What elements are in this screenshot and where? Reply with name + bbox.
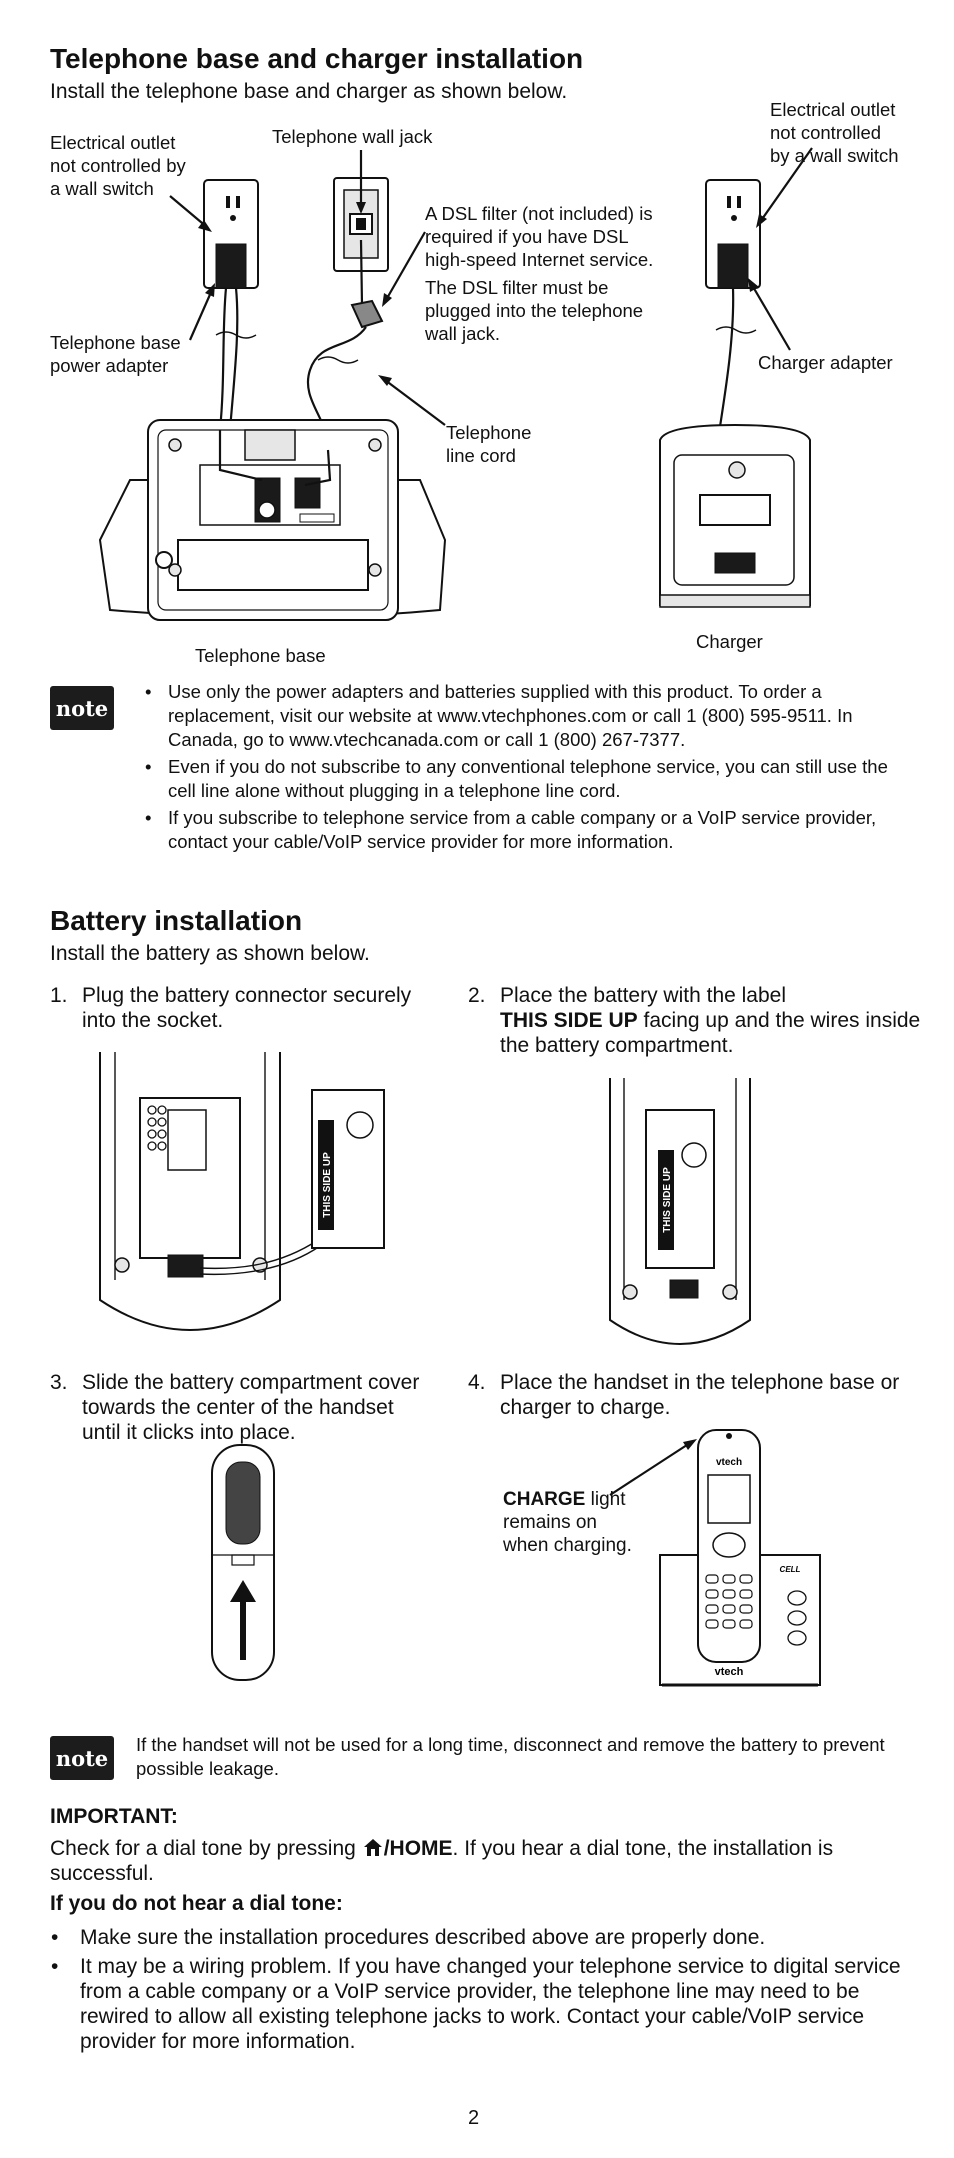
phone-brand-top: vtech (716, 1457, 742, 1468)
no-dial-tone-list: Make sure the installation procedures de… (46, 1925, 916, 2057)
charge-light-icon (726, 1433, 732, 1439)
dsl-filter-icon (350, 299, 384, 329)
phone-brand-base: vtech (715, 1666, 744, 1678)
note-item: If you subscribe to telephone service fr… (140, 806, 920, 854)
section-subtitle-base-installation: Install the telephone base and charger a… (50, 80, 568, 103)
no-dial-tone-heading: If you do not hear a dial tone: (50, 1892, 343, 1915)
electrical-outlet-left-icon (203, 179, 259, 289)
handset-back-illustration (211, 1444, 275, 1681)
phone-base-illustration: vtech vtech CELL (659, 1429, 821, 1687)
no-dial-tone-item: It may be a wiring problem. If you have … (46, 1954, 916, 2054)
page-number: 2 (468, 2107, 480, 2129)
battery-label-step2: THIS SIDE UP (662, 1167, 673, 1233)
label-base-adapter: Telephone base power adapter (50, 332, 181, 376)
note-list: Use only the power adapters and batterie… (140, 680, 920, 857)
home-icon (362, 1837, 384, 1857)
electrical-outlet-right-icon (705, 179, 761, 289)
cell-brand: CELL (780, 1565, 801, 1574)
battery-note-text: If the handset will not be used for a lo… (136, 1734, 885, 1779)
label-charger: Charger (696, 631, 763, 652)
label-dsl-plug: The DSL filter must be plugged into the … (425, 277, 644, 344)
label-dsl-filter: A DSL filter (not included) is required … (425, 203, 654, 270)
label-charger-adapter: Charger adapter (758, 352, 893, 373)
arrow-up-icon (230, 1580, 256, 1660)
important-text: Check for a dial tone by pressing /HOME.… (50, 1837, 834, 1885)
battery-pack-icon: THIS SIDE UP (311, 1089, 385, 1249)
installation-diagram (98, 147, 813, 621)
note-item: Use only the power adapters and batterie… (140, 680, 920, 752)
label-outlet-left: Electrical outlet not controlled by a wa… (50, 132, 186, 199)
note-item: Even if you do not subscribe to any conv… (140, 755, 920, 803)
important-heading: IMPORTANT: (50, 1805, 178, 1828)
telephone-base-illustration (98, 419, 447, 621)
label-wall-jack: Telephone wall jack (272, 126, 433, 147)
label-telephone-base: Telephone base (195, 645, 326, 666)
step-4: 4. Place the handset in the telephone ba… (468, 1371, 900, 1419)
section-title-battery-installation: Battery installation (50, 905, 303, 936)
charge-light-label: CHARGE light remains on when charging. (503, 1489, 632, 1556)
step-1: 1. Plug the battery connector securely i… (50, 984, 412, 1032)
step-3: 3. Slide the battery compartment cover t… (50, 1371, 420, 1444)
note-badge: note (50, 686, 114, 730)
no-dial-tone-item: Make sure the installation procedures de… (46, 1925, 916, 1950)
section-title-base-installation: Telephone base and charger installation (50, 43, 584, 74)
charger-illustration (659, 423, 811, 608)
note-badge-battery: note (50, 1736, 114, 1780)
label-line-cord: Telephone line cord (446, 422, 532, 466)
battery-label: THIS SIDE UP (322, 1152, 333, 1218)
label-outlet-right: Electrical outlet not controlled by a wa… (770, 99, 899, 166)
section-subtitle-battery-installation: Install the battery as shown below. (50, 942, 370, 965)
